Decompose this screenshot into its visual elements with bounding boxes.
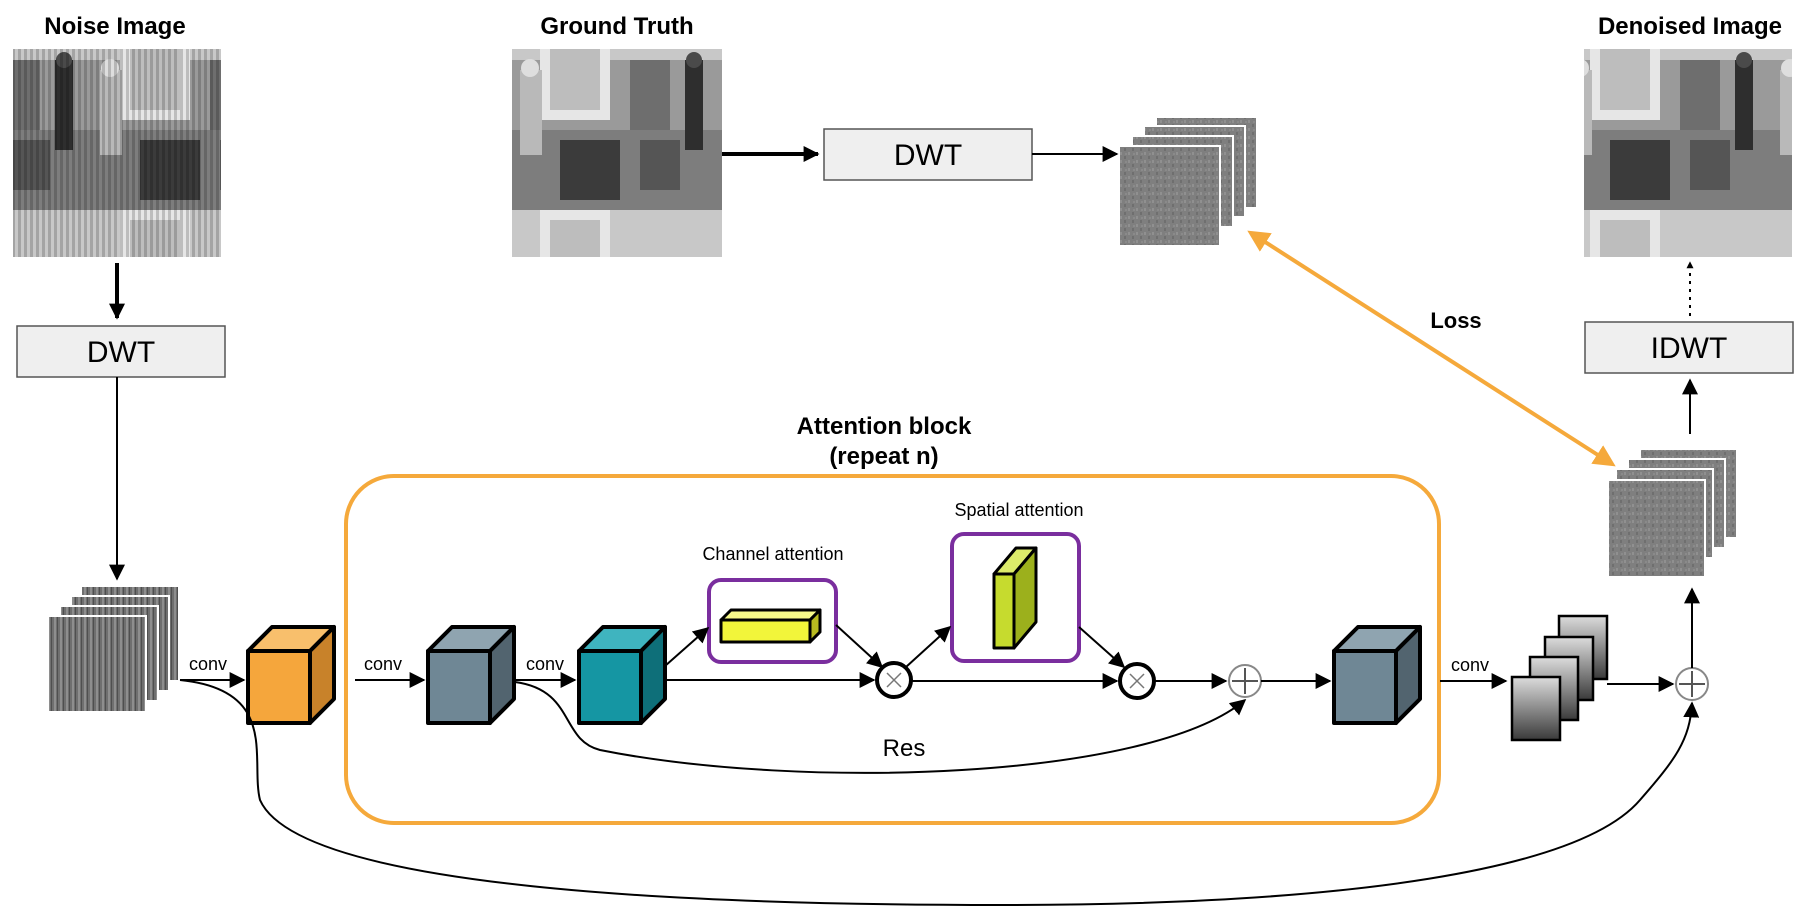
spatial-attention-bar (992, 546, 1038, 650)
add-op-res (1228, 664, 1262, 698)
ground-truth-image (512, 49, 722, 257)
cube-teal (577, 625, 667, 725)
edge-channel-to-multiply (835, 624, 884, 669)
cube-slate-2 (1332, 625, 1422, 725)
denoised-image (1584, 49, 1792, 257)
attention-block-frame (344, 474, 1441, 825)
multiply-op-2 (1118, 662, 1156, 700)
conv-label-1: conv (189, 654, 227, 674)
edge-res-skip (514, 681, 1247, 774)
dwt-top-label: DWT (894, 139, 962, 172)
cube-orange (246, 625, 336, 725)
add-op-global (1675, 667, 1709, 701)
edge-to-spatial-attention (905, 625, 952, 668)
loss-label: Loss (1430, 308, 1481, 333)
ground-truth-title: Ground Truth (540, 13, 693, 40)
dwt-left-label: DWT (87, 336, 155, 369)
edge-global-skip (179, 679, 1700, 907)
multiply-op-1 (875, 661, 913, 699)
attention-block-subtitle: (repeat n) (829, 443, 938, 470)
conv-label-2: conv (364, 654, 402, 674)
edge-to-channel-attention (664, 626, 710, 667)
gt-wavelet-stack (1118, 116, 1258, 247)
dwt-left-block: DWT (16, 325, 226, 378)
idwt-block: IDWT (1584, 321, 1794, 374)
channel-attention-label: Channel attention (702, 544, 843, 564)
idwt-label: IDWT (1651, 332, 1728, 365)
noise-wavelet-stack (47, 585, 180, 713)
spatial-attention-label: Spatial attention (954, 500, 1083, 520)
output-wavelet-stack (1607, 448, 1738, 578)
res-label: Res (883, 735, 926, 762)
conv-label-3: conv (526, 654, 564, 674)
noise-image (13, 49, 221, 257)
cube-slate-1 (426, 625, 516, 725)
conv-label-4: conv (1451, 655, 1489, 675)
dwt-top-block: DWT (823, 128, 1033, 181)
noise-image-title: Noise Image (44, 13, 185, 40)
denoised-image-title: Denoised Image (1598, 13, 1782, 40)
edge-spatial-to-multiply (1078, 626, 1126, 669)
feature-map-stack (1510, 614, 1609, 742)
channel-attention-bar (719, 608, 822, 644)
loss-arrow (1247, 230, 1616, 467)
attention-block-title: Attention block (797, 413, 972, 440)
